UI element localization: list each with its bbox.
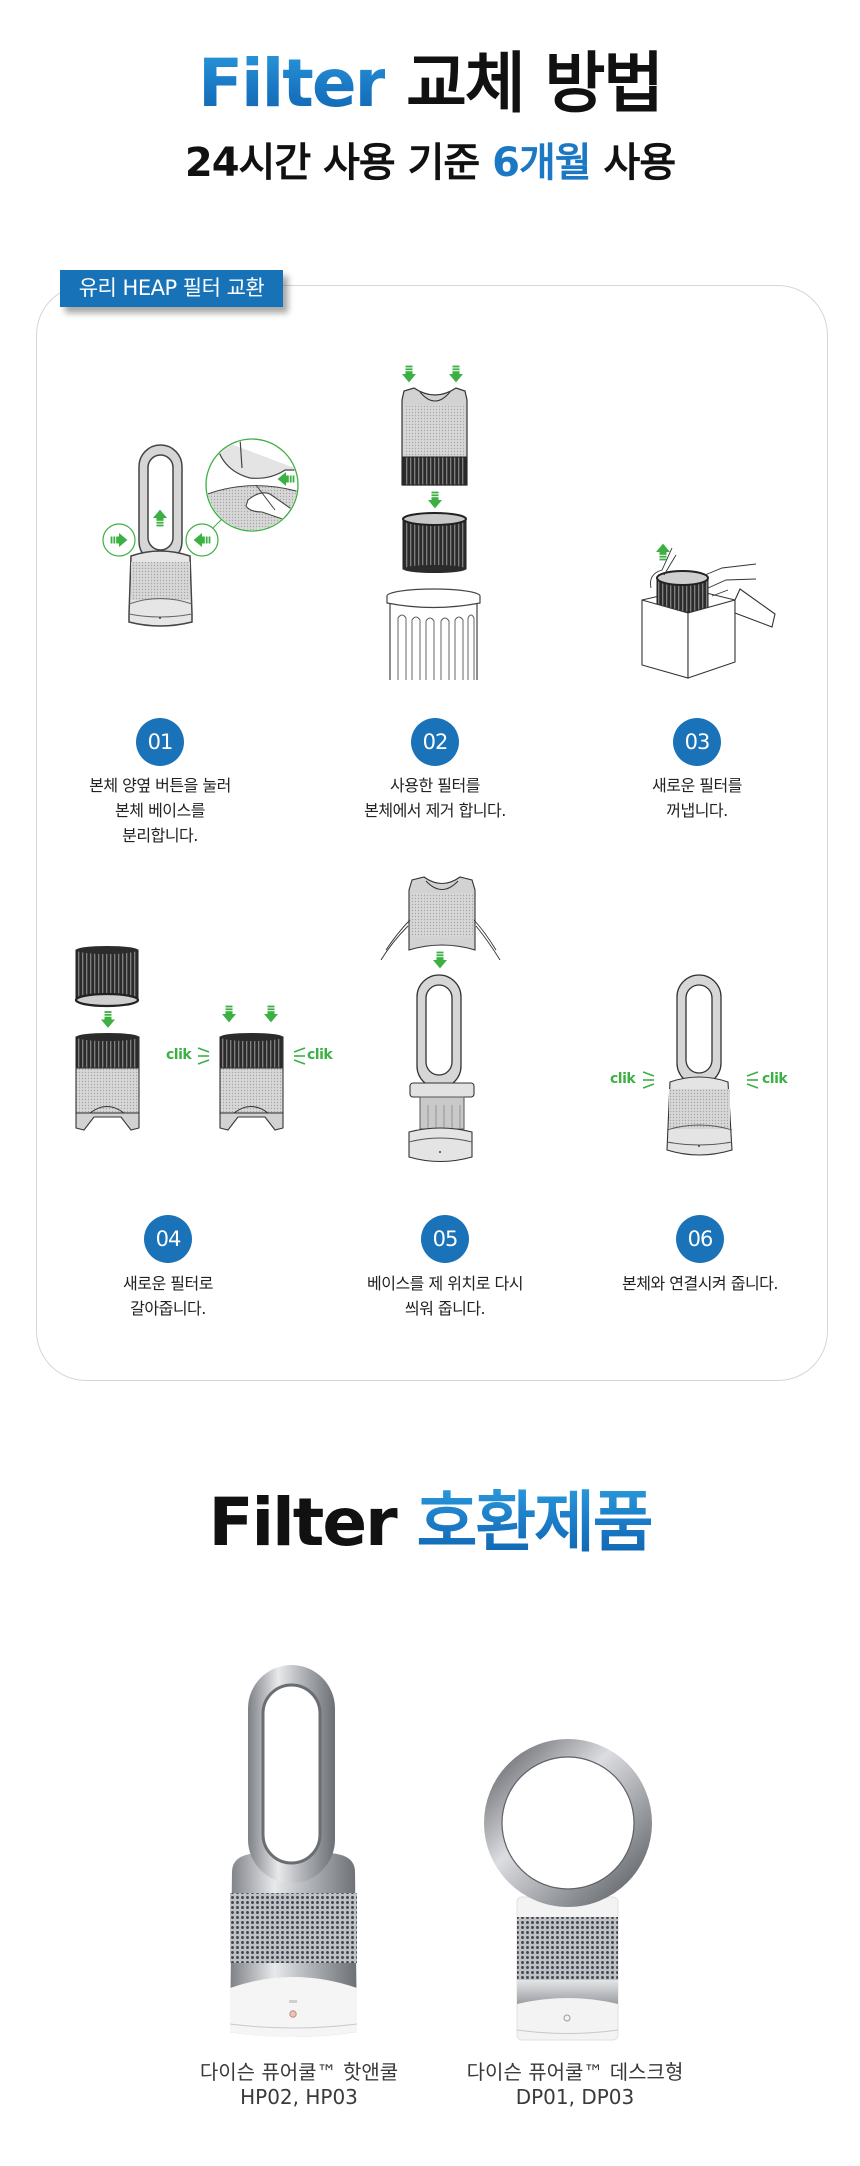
step-3-illustration xyxy=(641,543,776,679)
product-name: 다이슨 퓨어쿨™ 핫앤쿨 xyxy=(199,2060,399,2084)
arrow-down-icon xyxy=(449,365,463,383)
arrow-down-icon xyxy=(264,1005,278,1023)
click-ticks-left xyxy=(642,1071,655,1089)
page-title-rest: 교체 방법 xyxy=(406,45,664,122)
product-models: DP01, DP03 xyxy=(515,2085,635,2109)
click-ticks-right xyxy=(293,1047,306,1065)
page-subtitle: 24시간 사용 기준 6개월 사용 xyxy=(0,138,860,188)
click-label: clik xyxy=(307,1047,333,1063)
step-3-description: 새로운 필터를 꺼냅니다. xyxy=(567,773,827,823)
step-text-line: 본체와 연결시켜 줍니다. xyxy=(622,1274,778,1293)
click-label: clik xyxy=(610,1071,636,1087)
step-text-line: 본체 베이스를 xyxy=(115,801,205,820)
compat-title-filter: Filter xyxy=(208,1484,397,1561)
click-ticks-right xyxy=(746,1071,759,1089)
step-5-illustration xyxy=(380,876,501,1162)
step-text-line: 분리합니다. xyxy=(122,826,198,845)
subtitle-post: 사용 xyxy=(603,140,677,186)
step-1-illustration xyxy=(102,438,299,627)
step-6-illustration xyxy=(642,974,759,1156)
product-label-desk: 다이슨 퓨어쿨™ 데스크형 DP01, DP03 xyxy=(425,2060,725,2110)
subtitle-pre: 24시간 사용 기준 xyxy=(184,140,480,186)
step-6-description: 본체와 연결시켜 줍니다. xyxy=(570,1271,830,1296)
arrow-down-icon xyxy=(428,491,442,509)
product-name: 다이슨 퓨어쿨™ 데스크형 xyxy=(466,2060,684,2084)
step-number-badge: 05 xyxy=(421,1215,469,1263)
step-text-line: 새로운 필터로 xyxy=(123,1274,213,1293)
product-models: HP02, HP03 xyxy=(240,2085,358,2109)
step-text-line: 씌워 줍니다. xyxy=(404,1299,486,1318)
step-text-line: 갈아줍니다. xyxy=(130,1299,206,1318)
section-label: 유리 HEAP 필터 교환 xyxy=(60,270,283,307)
click-label: clik xyxy=(166,1047,192,1063)
step-1-description: 본체 양옆 버튼을 눌러 본체 베이스를 분리합니다. xyxy=(30,773,290,848)
step-4-illustration xyxy=(74,946,306,1131)
desk-purifier-image xyxy=(484,1739,652,2041)
page-title-filter: Filter xyxy=(197,45,387,122)
step-5-description: 베이스를 제 위치로 다시 씌워 줍니다. xyxy=(315,1271,575,1321)
step-text-line: 본체 양옆 버튼을 눌러 xyxy=(89,776,231,795)
step-text-line: 사용한 필터를 xyxy=(390,776,480,795)
arrow-down-icon xyxy=(222,1005,236,1023)
step-number-badge: 04 xyxy=(144,1215,192,1263)
step-text-line: 본체에서 제거 합니다. xyxy=(364,801,506,820)
step-text-line: 꺼냅니다. xyxy=(666,801,728,820)
product-label-hot-and-cool: 다이슨 퓨어쿨™ 핫앤쿨 HP02, HP03 xyxy=(149,2060,449,2110)
click-label: clik xyxy=(762,1071,788,1087)
step-number-badge: 06 xyxy=(676,1215,724,1263)
hot-and-cool-purifier-image xyxy=(229,1665,358,2037)
step-2-illustration xyxy=(386,365,481,680)
step-number-badge: 03 xyxy=(673,718,721,766)
compatible-products-image xyxy=(229,1665,652,2041)
compat-title-highlight: 호환제품 xyxy=(416,1484,654,1561)
arrow-down-icon xyxy=(402,365,416,383)
arrow-down-icon xyxy=(433,951,447,969)
subtitle-highlight: 6개월 xyxy=(492,140,591,186)
step-text-line: 베이스를 제 위치로 다시 xyxy=(367,1274,523,1293)
step-4-description: 새로운 필터로 갈아줍니다. xyxy=(38,1271,298,1321)
step-text-line: 새로운 필터를 xyxy=(652,776,742,795)
compatible-products-title: Filter 호환제품 xyxy=(0,1483,860,1563)
arrow-down-icon xyxy=(101,1011,115,1028)
page-title: Filter 교체 방법 xyxy=(0,44,860,124)
step-number-badge: 02 xyxy=(411,718,459,766)
step-2-description: 사용한 필터를 본체에서 제거 합니다. xyxy=(305,773,565,823)
click-ticks-left xyxy=(197,1047,210,1065)
step-number-badge: 01 xyxy=(136,718,184,766)
